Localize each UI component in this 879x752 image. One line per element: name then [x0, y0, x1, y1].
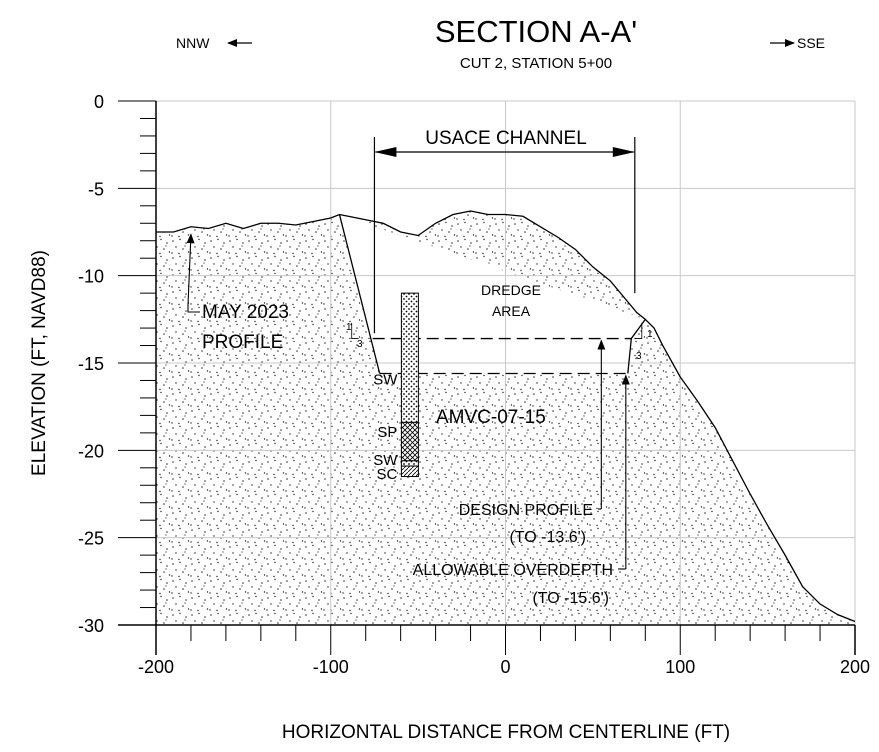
boring-layer-sw [400, 460, 419, 467]
slope-ratio-symbols [351, 322, 643, 339]
channel-arrow-right [612, 147, 635, 157]
x-tick-label: 100 [665, 657, 695, 677]
may-2023-profile-label-line1: MAY 2023 [202, 302, 289, 323]
design-profile-label-line2: (TO -13.6') [509, 529, 586, 546]
boring-soil-label: SW [373, 372, 398, 389]
slope-right-run: 3 [636, 351, 642, 362]
survey-leader [187, 305, 200, 313]
x-axis-label: HORIZONTAL DISTANCE FROM CENTERLINE (FT) [282, 722, 730, 743]
y-tick-label: -20 [78, 441, 104, 461]
y-tick-label: -15 [78, 354, 104, 374]
may-2023-profile-label-line2: PROFILE [202, 332, 283, 353]
right-side-slope [627, 318, 646, 374]
grid [155, 100, 856, 626]
usace-channel-label: USACE CHANNEL [425, 128, 587, 149]
survey-leader-arrow [186, 233, 195, 306]
section-title: SECTION A-A' [435, 14, 637, 49]
slope-triangle-right [634, 322, 643, 339]
boring-soil-label: SP [377, 424, 397, 441]
boring-layer-sp [400, 421, 419, 462]
overdepth-label-line2: (TO -15.6') [532, 590, 609, 607]
overdepth-label-line1: ALLOWABLE OVERDEPTH [413, 562, 613, 579]
slope-left-rise: 1 [346, 322, 352, 333]
annotation-leaders [186, 233, 630, 570]
dredge-area-label-line1: DREDGE [481, 282, 541, 298]
may-2023-profile-line [156, 210, 856, 623]
slope-right-rise: 1 [647, 329, 653, 340]
section-subtitle: CUT 2, STATION 5+00 [460, 55, 612, 72]
boring-soil-label: SC [377, 466, 398, 483]
slope-left-run: 3 [357, 339, 363, 350]
y-tick-label: -5 [88, 179, 104, 199]
boring-soil-label: SW [373, 452, 398, 469]
left-side-slope [338, 214, 381, 374]
channel-arrow-left [374, 147, 397, 157]
y-axis-label: ELEVATION (FT, NAVD88) [29, 250, 50, 476]
x-tick-label: -200 [138, 657, 174, 677]
x-tick-label: 0 [500, 657, 510, 677]
sse-label: SSE [797, 35, 825, 51]
boring-name-label: AMVC-07-15 [436, 407, 546, 428]
usace-channel-dimension [373, 137, 636, 334]
y-tick-label: 0 [94, 92, 104, 112]
slope-triangle-left [351, 322, 359, 339]
x-tick-label: 200 [840, 657, 870, 677]
y-tick-label: -10 [78, 267, 104, 287]
y-tick-label: -30 [78, 616, 104, 636]
axes: 0 -5 -10 -15 -20 -25 -30 -200 -100 0 100 200 [78, 92, 870, 677]
y-tick-label: -25 [78, 529, 104, 549]
x-tick-label: -100 [313, 657, 349, 677]
nnw-label: NNW [176, 35, 210, 51]
boring-layer-sw [400, 292, 419, 423]
dredge-area-label-line2: AREA [492, 303, 531, 319]
design-profile-label-line1: DESIGN PROFILE [459, 502, 593, 519]
boring-layer-sc [400, 465, 419, 478]
